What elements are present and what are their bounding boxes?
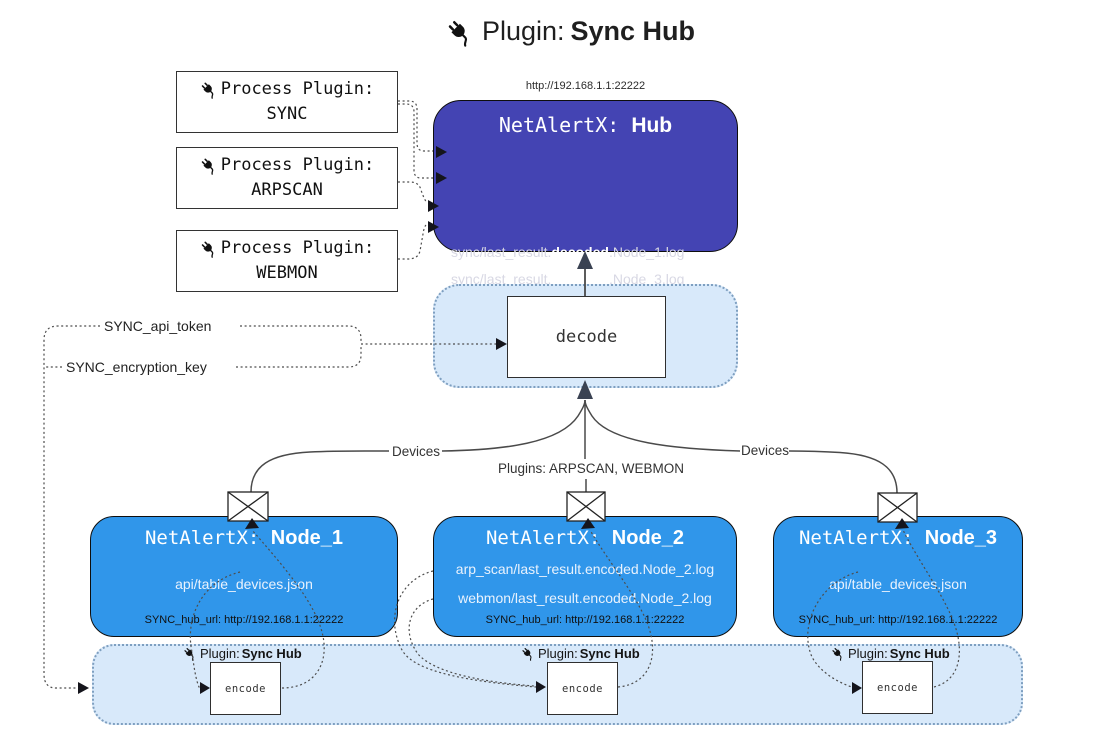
- node-file-line: api/table_devices.json: [175, 575, 313, 592]
- edge-arpscan-to-hub: [398, 181, 428, 204]
- node-footer: SYNC_hub_url: http://192.168.1.1:22222: [485, 614, 685, 626]
- hub-log-line: sync/last_result.decoded.Node_3.log: [451, 271, 685, 287]
- edge-node2-to-decode: [584, 400, 587, 492]
- encoder-plugin-label: Plugin: Sync Hub: [183, 646, 302, 661]
- hub-url: http://192.168.1.1:22222: [525, 80, 646, 92]
- hub-title-prefix: NetAlertX:: [498, 113, 632, 137]
- process-plugin-name: WEBMON: [256, 263, 318, 283]
- node-title: NetAlertX: Node_1: [144, 527, 344, 549]
- node-footer: SYNC_hub_url: http://192.168.1.1:22222: [144, 614, 344, 626]
- encode-box: encode: [862, 661, 933, 714]
- plug-icon: [831, 646, 846, 661]
- sync-api-token-label: SYNC_api_token: [104, 318, 212, 334]
- edge-sync-to-hub-2: [398, 103, 433, 179]
- encode-box: encode: [210, 662, 281, 715]
- plug-icon: [199, 80, 218, 100]
- node-1-box: NetAlertX: Node_1 api/table_devices.json…: [90, 516, 398, 637]
- hub-log-line: sync/last_result.decoded.Node_1.log: [451, 244, 685, 260]
- edge-label-devices-right: Devices: [741, 443, 790, 458]
- sync-encryption-key-label: SYNC_encryption_key: [66, 359, 207, 375]
- node-file-line: arp_scan/last_result.encoded.Node_2.log: [455, 561, 715, 577]
- process-plugin-label: Process Plugin:: [220, 79, 375, 100]
- edge-sync-to-hub-1: [398, 100, 433, 152]
- page-title-prefix: Plugin:: [481, 16, 565, 46]
- process-plugin-label: Process Plugin:: [220, 155, 375, 176]
- plug-icon: [199, 156, 218, 176]
- node-3-box: NetAlertX: Node_3 api/table_devices.json…: [773, 516, 1023, 637]
- node-title: NetAlertX: Node_3: [798, 527, 998, 549]
- edge-label-plugins: Plugins: ARPSCAN, WEBMON: [498, 461, 685, 476]
- encoder-plugin-label: Plugin: Sync Hub: [521, 646, 640, 661]
- hub-box: NetAlertX: Hub sync/last_result.decoded.…: [433, 100, 738, 336]
- hub-title: NetAlertX: Hub: [434, 113, 737, 138]
- node-lines: arp_scan/last_result.encoded.Node_2.log …: [440, 559, 730, 608]
- process-plugin-label: Process Plugin:: [220, 238, 375, 259]
- node-2-box: NetAlertX: Node_2 arp_scan/last_result.e…: [433, 516, 737, 637]
- edge-encryption-key-right: [236, 347, 362, 368]
- process-plugin-name: SYNC: [266, 104, 308, 124]
- process-plugin-name: ARPSCAN: [251, 180, 323, 200]
- node-lines: api/table_devices.json: [97, 559, 391, 608]
- plug-icon: [183, 646, 198, 661]
- plug-icon: [199, 239, 218, 259]
- decode-box: decode: [507, 296, 666, 378]
- page-title: Plugin: Sync Hub: [12, 16, 1117, 47]
- arrowhead: [78, 682, 89, 694]
- node-title: NetAlertX: Node_2: [485, 527, 685, 549]
- node-file-line: api/table_devices.json: [829, 575, 967, 592]
- process-plugin-sync: Process Plugin: SYNC: [176, 71, 398, 133]
- process-plugin-arpscan: Process Plugin: ARPSCAN: [176, 147, 398, 209]
- plug-icon: [521, 646, 536, 661]
- edge-api-token-right: [240, 325, 362, 342]
- node-file-line: webmon/last_result.encoded.Node_2.log: [458, 590, 712, 606]
- hub-title-name: Hub: [631, 114, 673, 137]
- encoder-plugin-label: Plugin: Sync Hub: [831, 646, 950, 661]
- encode-box: encode: [547, 662, 618, 715]
- process-plugin-webmon: Process Plugin: WEBMON: [176, 230, 398, 292]
- node-footer: SYNC_hub_url: http://192.168.1.1:22222: [798, 614, 998, 626]
- node-lines: api/table_devices.json: [780, 559, 1016, 608]
- plug-icon: [445, 17, 475, 47]
- edge-webmon-to-hub: [398, 224, 427, 260]
- edge-api-token-down: [43, 325, 100, 689]
- page-title-name: Sync Hub: [570, 16, 696, 46]
- edge-label-devices-left: Devices: [392, 444, 441, 459]
